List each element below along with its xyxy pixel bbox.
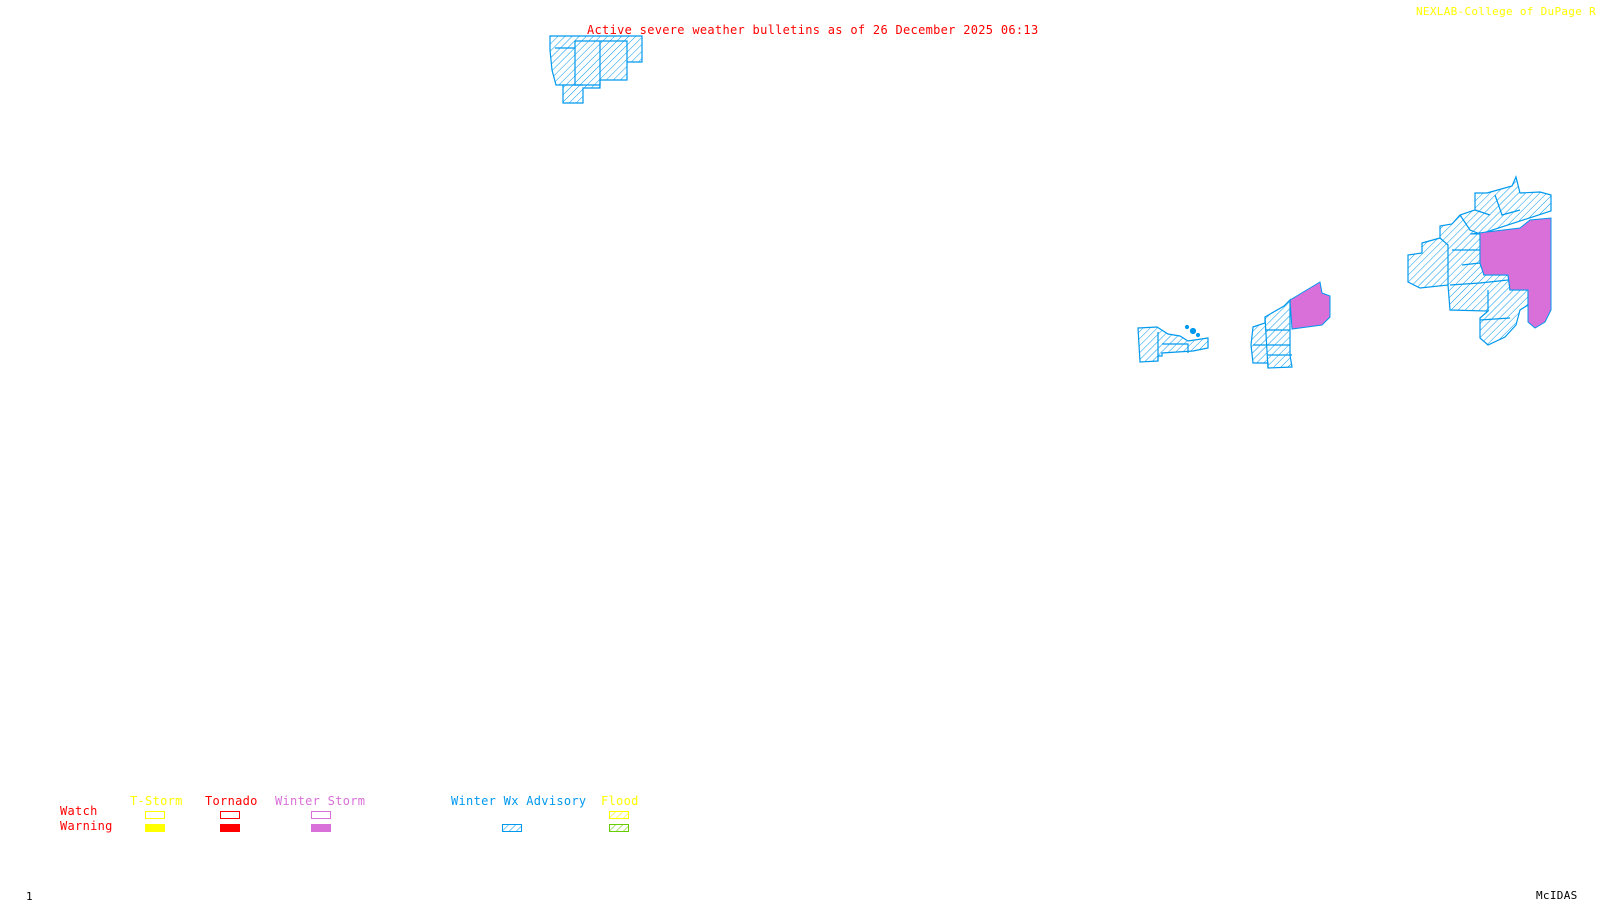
software-label: McIDAS: [1536, 889, 1578, 902]
legend-tornado-label: Tornado: [205, 794, 258, 808]
legend-flood-watch-swatch: [609, 811, 629, 819]
legend-winter-storm-label: Winter Storm: [275, 794, 366, 808]
legend-watch-label: Watch: [60, 804, 98, 818]
legend-winter-storm-watch-swatch: [311, 811, 331, 819]
legend-winter-wx-advisory-label: Winter Wx Advisory: [451, 794, 587, 808]
advisory-great-lakes-east: [1250, 298, 1293, 369]
advisory-north-central: [549, 35, 643, 104]
legend-flood-warning-swatch: [609, 824, 629, 832]
legend-tstorm-warning-swatch: [145, 824, 165, 832]
legend-winter-storm-warning-swatch: [311, 824, 331, 832]
warning-northeast: [1469, 217, 1552, 329]
legend-tornado-warning-swatch: [220, 824, 240, 832]
warning-great-lakes: [1289, 281, 1331, 330]
legend-winter-wx-advisory-swatch: [502, 824, 522, 832]
frame-number: 1: [26, 890, 33, 903]
legend-tornado-watch-swatch: [220, 811, 240, 819]
legend-tstorm-watch-swatch: [145, 811, 165, 819]
legend-tstorm-label: T-Storm: [130, 794, 183, 808]
legend-warning-label: Warning: [60, 819, 113, 833]
map-title: Active severe weather bulletins as of 26…: [587, 23, 1039, 37]
advisory-great-lakes-west: [1137, 324, 1209, 363]
credit-label: NEXLAB-College of DuPage R: [1416, 5, 1596, 18]
legend-flood-label: Flood: [601, 794, 639, 808]
